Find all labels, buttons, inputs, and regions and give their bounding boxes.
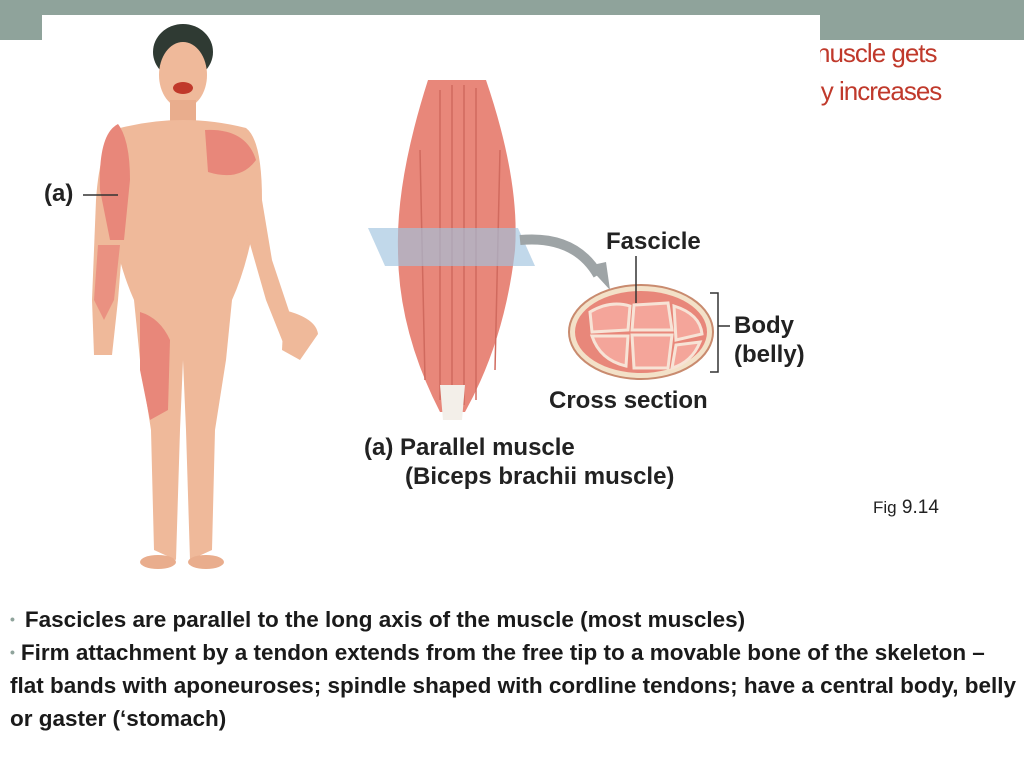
fig-reference-number: 9.14 [901,497,939,518]
spindle-muscle [368,80,610,420]
bullet-text: Fascicles are parallel to the long axis … [24,607,746,632]
human-figure [83,24,318,569]
body-label: Body [734,312,794,339]
bullet-list: • Fascicles are parallel to the long axis… [10,603,1020,735]
fig-reference: Fig 9.14 [873,497,939,519]
bullet-text: Firm attachment by a tendon extends from… [10,640,1017,731]
slide-title-line-2: ly increases [816,76,942,106]
slide-title-line-1: nuscle gets [816,38,938,68]
fig-reference-prefix: Fig [873,498,897,517]
bullet-item: • Fascicles are parallel to the long axis… [10,603,1020,636]
body-part-label: (a) [44,180,74,207]
fascicle-label: Fascicle [606,228,701,255]
figure-caption-line-2: (Biceps brachii muscle) [405,463,675,490]
belly-label: (belly) [734,341,805,368]
bullet-dot-icon: • [10,611,15,627]
bullet-item: •Firm attachment by a tendon extends fro… [10,636,1020,735]
cross-section [568,256,730,380]
bullet-dot-icon: • [10,644,15,660]
cross-section-label: Cross section [549,387,708,414]
figure-caption-line-1: (a) Parallel muscle [364,434,575,461]
